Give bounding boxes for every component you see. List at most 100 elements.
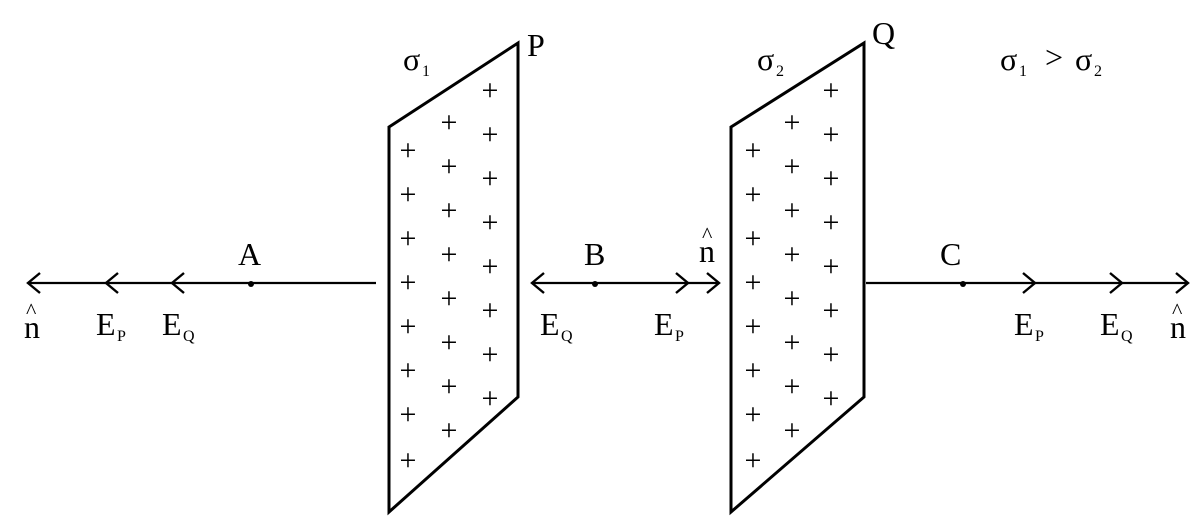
left-ep-sub: P — [117, 328, 126, 345]
right-arrow-eq — [1109, 272, 1124, 294]
plate-q-charge-plus: + — [784, 414, 801, 447]
left-eq-label: E Q — [162, 306, 195, 345]
sigma-2-label: σ 2 — [757, 41, 784, 80]
relation-operator: > — [1045, 39, 1063, 75]
middle-n-hat: ^ — [702, 222, 713, 247]
middle-arrow-eq — [530, 272, 545, 294]
plate-q-charge-plus: + — [823, 382, 840, 415]
plate-p-charge-plus: + — [400, 398, 417, 431]
left-arrow-eq — [170, 272, 185, 294]
plate-q — [729, 40, 866, 516]
plate-p-charge-plus: + — [400, 266, 417, 299]
middle-arrow-ep — [675, 272, 690, 294]
plate-q-charge-plus: + — [823, 338, 840, 371]
plate-p-charge-plus: + — [400, 222, 417, 255]
plate-q-charge-plus: + — [745, 178, 762, 211]
plate-q-charge-plus: + — [784, 238, 801, 271]
plate-q-label: Q — [872, 15, 895, 51]
plate-p-charge-plus: + — [400, 444, 417, 477]
plate-q-charge-plus: + — [823, 162, 840, 195]
middle-n-hat-label: ^ n — [699, 222, 715, 269]
plate-q-charge-plus: + — [823, 74, 840, 107]
sigma-1-subscript: 1 — [422, 63, 430, 80]
right-n-letter: n — [1170, 309, 1186, 345]
plate-q-charge-plus: + — [823, 206, 840, 239]
middle-ep-e: E — [654, 306, 674, 342]
plate-q-charge-plus: + — [823, 250, 840, 283]
middle-field-line — [530, 272, 721, 294]
left-arrow-ep — [104, 272, 119, 294]
middle-eq-e: E — [540, 306, 560, 342]
plate-p-charge-plus: + — [441, 106, 458, 139]
relation-label: σ 1 > σ 2 — [1000, 39, 1102, 80]
plate-p-charge-plus: + — [441, 150, 458, 183]
sigma-2-symbol: σ — [757, 41, 774, 77]
right-eq-label: E Q — [1100, 306, 1133, 345]
left-n-letter: n — [24, 309, 40, 345]
plate-q-charge-plus: + — [784, 106, 801, 139]
plate-q-charge-plus: + — [745, 134, 762, 167]
point-c-dot — [960, 281, 966, 287]
plate-q-charge-plus: + — [784, 194, 801, 227]
plate-p-charge-plus: + — [441, 238, 458, 271]
point-c-label: C — [940, 236, 961, 272]
plate-p-charge-plus: + — [482, 382, 499, 415]
plate-q-charge-plus: + — [823, 118, 840, 151]
relation-right-subscript: 2 — [1094, 63, 1102, 80]
left-eq-e: E — [162, 306, 182, 342]
left-eq-sub: Q — [183, 328, 195, 345]
middle-ep-label: E P — [654, 306, 684, 345]
left-ep-e: E — [96, 306, 116, 342]
right-field-line — [866, 272, 1190, 294]
middle-eq-sub: Q — [561, 328, 573, 345]
plate-p-charge-plus: + — [482, 206, 499, 239]
right-n-hat: ^ — [1172, 298, 1183, 323]
sigma-2-subscript: 2 — [776, 63, 784, 80]
plate-p-charge-plus: + — [441, 414, 458, 447]
plate-p-charge-plus: + — [441, 282, 458, 315]
right-eq-sub: Q — [1121, 328, 1133, 345]
point-b-label: B — [584, 236, 605, 272]
right-arrow-ep — [1022, 272, 1037, 294]
point-a-dot — [248, 281, 254, 287]
point-b-dot — [592, 281, 598, 287]
middle-eq-label: E Q — [540, 306, 573, 345]
plate-q-charge-plus: + — [745, 444, 762, 477]
relation-right-symbol: σ — [1075, 41, 1092, 77]
left-n-hat-label: ^ n — [24, 298, 40, 345]
plate-q-charge-plus: + — [784, 370, 801, 403]
sigma-1-label: σ 1 — [403, 41, 430, 80]
plate-p-charge-plus: + — [441, 326, 458, 359]
plate-p-charge-plus: + — [482, 118, 499, 151]
plate-p-charge-plus: + — [482, 74, 499, 107]
left-ep-label: E P — [96, 306, 126, 345]
plate-p-charge-plus: + — [482, 338, 499, 371]
plate-p-charge-plus: + — [400, 354, 417, 387]
plate-p-charges: ++++++++++++++++++++++++ — [400, 74, 499, 477]
relation-left-subscript: 1 — [1019, 63, 1027, 80]
plate-q-charge-plus: + — [745, 398, 762, 431]
plate-q-charge-plus: + — [784, 282, 801, 315]
left-field-line — [26, 272, 376, 294]
plate-q-charges: ++++++++++++++++++++++++ — [745, 74, 840, 477]
plate-p — [387, 40, 520, 516]
plate-p-charge-plus: + — [482, 294, 499, 327]
plate-p-charge-plus: + — [400, 178, 417, 211]
left-n-hat: ^ — [26, 298, 37, 323]
plate-p-label: P — [527, 27, 545, 63]
sigma-1-symbol: σ — [403, 41, 420, 77]
right-n-hat-label: ^ n — [1170, 298, 1186, 345]
middle-n-letter: n — [699, 233, 715, 269]
plate-q-charge-plus: + — [784, 150, 801, 183]
right-ep-sub: P — [1035, 328, 1044, 345]
plate-p-charge-plus: + — [482, 250, 499, 283]
plate-p-charge-plus: + — [441, 194, 458, 227]
plate-q-charge-plus: + — [745, 266, 762, 299]
right-ep-label: E P — [1014, 306, 1044, 345]
plate-q-charge-plus: + — [784, 326, 801, 359]
plate-q-charge-plus: + — [823, 294, 840, 327]
middle-ep-sub: P — [675, 328, 684, 345]
right-ep-e: E — [1014, 306, 1034, 342]
middle-arrow-n — [706, 272, 721, 294]
plate-q-charge-plus: + — [745, 222, 762, 255]
